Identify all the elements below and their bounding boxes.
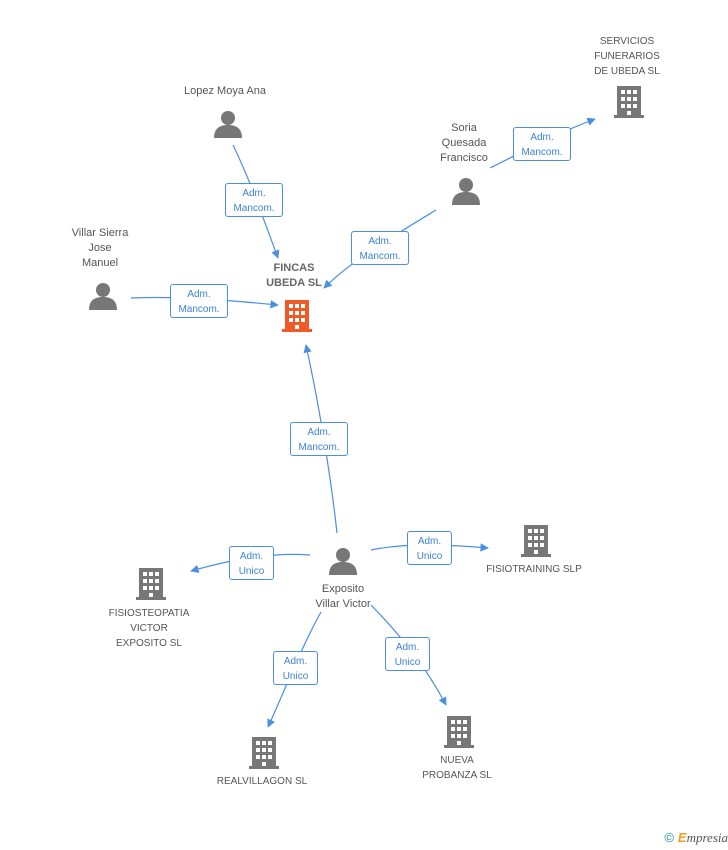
label-line: EXPOSITO SL <box>116 638 182 649</box>
label-line: FISIOTRAINING SLP <box>486 564 582 575</box>
building-icon[interactable] <box>444 714 474 748</box>
edge-label-line: Adm. <box>187 289 211 300</box>
label-line: Villar Victor <box>315 598 371 610</box>
edge-label-exposito-fisiosteopatia[interactable]: Adm. Unico <box>229 546 274 580</box>
edge-label-line: Mancom. <box>521 147 563 158</box>
label-line: DE UBEDA SL <box>594 66 660 77</box>
brand-name: mpresia <box>686 830 728 845</box>
edge-label-exposito-realvillagon[interactable]: Adm. Unico <box>273 651 318 685</box>
edge-label-exposito-nueva[interactable]: Adm. Unico <box>385 637 430 671</box>
label-line: Quesada <box>441 137 487 149</box>
edge-label-line: Unico <box>282 671 309 682</box>
empresia-watermark: ©Empresia <box>664 830 728 848</box>
node-label-fisiotraining[interactable]: FISIOTRAINING SLP <box>478 562 590 577</box>
label-line: PROBANZA SL <box>422 770 492 781</box>
edge-label-line: Mancom. <box>178 304 220 315</box>
edge-label-line: Mancom. <box>298 442 340 453</box>
node-label-soria-quesada[interactable]: Soria Quesada Francisco <box>421 121 507 166</box>
person-icon[interactable] <box>88 282 118 310</box>
edge-label-line: Unico <box>394 657 421 668</box>
edge-label-line: Adm. <box>368 236 392 247</box>
edge-label-line: Adm. <box>417 536 442 547</box>
edge-label-lopez-fincas[interactable]: Adm. Mancom. <box>225 183 283 217</box>
edge-label-exposito-fincas[interactable]: Adm. Mancom. <box>290 422 348 456</box>
label-line: Francisco <box>440 152 488 164</box>
label-line: SERVICIOS <box>599 36 655 47</box>
node-label-exposito-villar[interactable]: Exposito Villar Victor <box>296 582 390 612</box>
label-line: Lopez Moya Ana <box>184 85 266 97</box>
edge-label-line: Unico <box>238 566 265 577</box>
label-line: UBEDA SL <box>266 277 322 289</box>
edge-label-line: Adm. <box>395 642 420 653</box>
person-icon[interactable] <box>451 177 481 205</box>
edge-label-line: Adm. <box>283 656 308 667</box>
node-label-villar-sierra[interactable]: Villar Sierra Jose Manuel <box>55 226 145 271</box>
building-icon[interactable] <box>521 523 551 557</box>
node-label-lopez-moya-ana[interactable]: Lopez Moya Ana <box>168 84 282 99</box>
edge-label-line: Mancom. <box>233 203 275 214</box>
edge-label-line: Adm. <box>530 132 554 143</box>
label-line: FINCAS <box>273 262 315 274</box>
label-line: Manuel <box>81 257 119 269</box>
person-icon[interactable] <box>213 110 243 138</box>
label-line: FISIOSTEOPATIA <box>108 608 190 619</box>
edge-label-villar-fincas[interactable]: Adm. Mancom. <box>170 284 228 318</box>
person-icon[interactable] <box>328 547 358 575</box>
building-icon[interactable] <box>249 735 279 769</box>
label-line: Villar Sierra <box>71 227 129 239</box>
edge-label-soria-servicios[interactable]: Adm. Mancom. <box>513 127 571 161</box>
node-label-nueva-probanza[interactable]: NUEVA PROBANZA SL <box>407 753 507 783</box>
label-line: Jose <box>88 242 112 254</box>
label-line: NUEVA <box>440 755 474 766</box>
label-line: VICTOR <box>130 623 168 634</box>
building-icon[interactable] <box>614 84 644 118</box>
node-label-fincas-ubeda[interactable]: FINCAS UBEDA SL <box>247 261 341 291</box>
main-company-building-icon[interactable] <box>282 298 312 332</box>
building-icon[interactable] <box>136 566 166 600</box>
label-line: REALVILLAGON SL <box>216 776 308 787</box>
node-label-fisiosteopatia[interactable]: FISIOSTEOPATIA VICTOR EXPOSITO SL <box>94 606 204 651</box>
label-line: Soria <box>451 122 477 134</box>
edge-label-line: Adm. <box>307 427 331 438</box>
edge-label-exposito-fisiotraining[interactable]: Adm. Unico <box>407 531 452 565</box>
edge-label-soria-fincas[interactable]: Adm. Mancom. <box>351 231 409 265</box>
label-line: FUNERARIOS <box>594 51 660 62</box>
brand-initial: E <box>677 830 687 845</box>
label-line: Exposito <box>321 583 365 595</box>
edge-label-line: Adm. <box>239 551 264 562</box>
node-label-servicios-funerarios[interactable]: SERVICIOS FUNERARIOS DE UBEDA SL <box>577 34 677 79</box>
edge-label-line: Mancom. <box>359 251 401 262</box>
edge-label-line: Adm. <box>242 188 266 199</box>
node-label-realvillagon[interactable]: REALVILLAGON SL <box>203 774 321 789</box>
edge-label-line: Unico <box>416 551 443 562</box>
copyright-symbol: © <box>664 830 674 845</box>
